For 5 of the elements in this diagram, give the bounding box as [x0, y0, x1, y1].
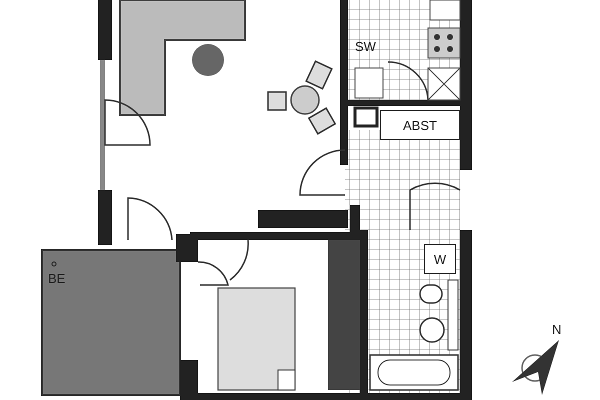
compass-letter: N	[552, 323, 562, 336]
storeroom-box: ABST	[380, 110, 460, 140]
room-label: BE	[48, 272, 66, 285]
utility-box: W	[424, 244, 456, 274]
room-label: SW	[355, 40, 376, 53]
